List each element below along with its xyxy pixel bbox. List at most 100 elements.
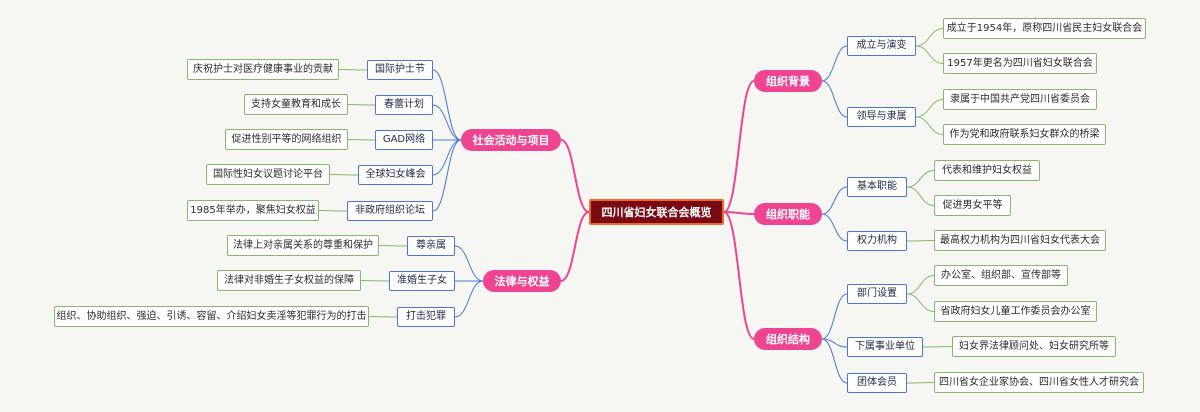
connector-sub-leaf	[329, 174, 359, 176]
connector-sub-leaf	[906, 240, 935, 242]
leaf-label: 法律对非婚生子女权益的保障	[224, 274, 354, 286]
root-label: 四川省妇女联合会概览	[601, 205, 712, 219]
sub-node-leadership[interactable]: 领导与隶属	[847, 107, 916, 127]
leaf-label: 隶属于中国共产党四川省委员会	[950, 93, 1090, 105]
leaf-node[interactable]: 办公室、组织部、宣传部等	[934, 265, 1068, 286]
connector-branch-sub	[432, 139, 462, 176]
leaf-node[interactable]: 支持女童教育和成长	[244, 94, 348, 115]
connector-branch-sub	[821, 186, 848, 215]
sub-node-departments[interactable]: 部门设置	[847, 284, 907, 304]
connector-branch-sub	[432, 69, 462, 141]
sub-node-label: 春蕾计划	[384, 99, 424, 110]
leaf-node[interactable]: 省政府妇女儿童工作委员会办公室	[934, 301, 1097, 322]
sub-node-crime[interactable]: 打击犯罪	[397, 307, 455, 327]
leaf-label: 妇女界法律顾问处、妇女研究所等	[959, 340, 1109, 352]
sub-node-founding[interactable]: 成立与演变	[847, 36, 916, 56]
leaf-label: 成立于1954年，原称四川省民主妇女联合会	[946, 22, 1143, 34]
connector-root-branch	[560, 139, 590, 213]
sub-node-label: GAD网络	[382, 134, 426, 145]
leaf-node[interactable]: 国际性妇女议题讨论平台	[206, 164, 330, 185]
connector-branch-sub	[821, 338, 848, 384]
sub-node-authority[interactable]: 权力机构	[847, 231, 907, 251]
leaf-node[interactable]: 妇女界法律顾问处、妇女研究所等	[952, 336, 1116, 357]
leaf-node[interactable]: 四川省女企业家协会、四川省女性人才研究会	[934, 372, 1144, 393]
sub-node-label: 基本职能	[857, 181, 897, 192]
branch-org-background[interactable]: 组织背景	[754, 70, 822, 92]
sub-node-basic-function[interactable]: 基本职能	[847, 177, 907, 197]
connector-sub-leaf	[906, 382, 935, 384]
branch-label: 社会活动与项目	[472, 133, 550, 147]
branch-label: 法律与权益	[494, 274, 550, 288]
connector-sub-leaf	[368, 316, 398, 318]
connector-branch-sub	[821, 45, 848, 82]
leaf-label: 1985年举办，聚焦妇女权益	[190, 204, 316, 216]
leaf-label: 办公室、组织部、宣传部等	[941, 269, 1061, 281]
leaf-label: 支持女童教育和成长	[251, 98, 341, 110]
sub-node-label: 部门设置	[857, 288, 897, 299]
leaf-label: 法律上对亲属关系的尊重和保护	[233, 239, 373, 251]
sub-node-spring-bud[interactable]: 春蕾计划	[375, 95, 433, 115]
sub-node-label: 非政府组织论坛	[355, 205, 425, 216]
sub-node-label: 领导与隶属	[856, 111, 907, 122]
leaf-node[interactable]: 代表和维护妇女权益	[934, 160, 1040, 181]
leaf-node[interactable]: 组织、协助组织、强迫、引诱、容留、介绍妇女卖淫等犯罪行为的打击	[54, 306, 369, 327]
connector-branch-sub	[821, 213, 848, 242]
sub-node-gad[interactable]: GAD网络	[375, 130, 433, 150]
connector-sub-leaf	[906, 186, 935, 206]
leaf-node[interactable]: 法律上对亲属关系的尊重和保护	[227, 235, 379, 256]
leaf-label: 最高权力机构为四川省妇女代表大会	[940, 234, 1100, 246]
connector-branch-sub	[432, 104, 462, 141]
branch-social-activities[interactable]: 社会活动与项目	[461, 129, 561, 151]
connector-sub-leaf	[906, 170, 935, 188]
leaf-node[interactable]: 1957年更名为四川省妇女联合会	[943, 53, 1097, 74]
sub-node-affiliates[interactable]: 下属事业单位	[847, 337, 923, 357]
sub-node-ngo-forum[interactable]: 非政府组织论坛	[347, 201, 433, 221]
branch-law-rights[interactable]: 法律与权益	[483, 270, 561, 292]
branch-org-structure[interactable]: 组织结构	[754, 328, 822, 350]
sub-node-label: 成立与演变	[856, 40, 907, 51]
branch-org-function[interactable]: 组织职能	[754, 203, 822, 225]
leaf-node[interactable]: 促进性别平等的网络组织	[225, 129, 348, 150]
connector-root-branch	[723, 211, 755, 340]
leaf-node[interactable]: 最高权力机构为四川省妇女代表大会	[934, 230, 1106, 251]
sub-node-global-summit[interactable]: 全球妇女峰会	[358, 165, 433, 185]
leaf-label: 代表和维护妇女权益	[942, 164, 1032, 176]
connector-root-branch	[723, 211, 755, 215]
leaf-node[interactable]: 作为党和政府联系妇女群众的桥梁	[943, 124, 1106, 145]
leaf-node[interactable]: 庆祝护士对医疗健康事业的贡献	[187, 59, 339, 80]
leaf-label: 四川省女企业家协会、四川省女性人才研究会	[939, 376, 1139, 388]
sub-node-label: 准婚生子女	[397, 275, 447, 286]
leaf-node[interactable]: 成立于1954年，原称四川省民主妇女联合会	[943, 18, 1146, 39]
leaf-label: 作为党和政府联系妇女群众的桥梁	[949, 128, 1100, 140]
connector-sub-leaf	[378, 245, 408, 247]
sub-node-nurses[interactable]: 国际护士节	[367, 60, 433, 80]
connector-branch-sub	[821, 80, 848, 118]
connector-root-branch	[560, 211, 590, 282]
sub-node-respect-relatives[interactable]: 尊亲属	[407, 236, 455, 256]
leaf-node[interactable]: 促进男女平等	[934, 195, 1011, 216]
leaf-node[interactable]: 1985年举办，聚焦妇女权益	[187, 200, 319, 221]
connector-sub-leaf	[360, 280, 390, 282]
connector-sub-leaf	[915, 116, 944, 135]
connector-sub-leaf	[318, 210, 348, 212]
sub-node-illegitimate[interactable]: 准婚生子女	[389, 271, 455, 291]
sub-node-label: 尊亲属	[416, 240, 446, 251]
leaf-node[interactable]: 法律对非婚生子女权益的保障	[217, 270, 361, 291]
sub-node-label: 全球妇女峰会	[365, 169, 426, 180]
sub-node-members[interactable]: 团体会员	[847, 373, 907, 393]
branch-label: 组织职能	[766, 207, 810, 221]
connector-sub-leaf	[915, 99, 944, 118]
root-node[interactable]: 四川省妇女联合会概览	[589, 199, 724, 225]
connector-sub-leaf	[906, 275, 935, 295]
leaf-label: 组织、协助组织、强迫、引诱、容留、介绍妇女卖淫等犯罪行为的打击	[56, 310, 367, 322]
sub-node-label: 权力机构	[857, 235, 897, 246]
sub-node-label: 下属事业单位	[855, 341, 915, 352]
leaf-node[interactable]: 隶属于中国共产党四川省委员会	[943, 89, 1097, 110]
leaf-label: 庆祝护士对医疗健康事业的贡献	[193, 63, 333, 75]
connector-branch-sub	[432, 139, 462, 212]
connector-sub-leaf	[347, 139, 376, 141]
connector-branch-sub	[454, 280, 484, 318]
branch-label: 组织结构	[766, 332, 810, 346]
